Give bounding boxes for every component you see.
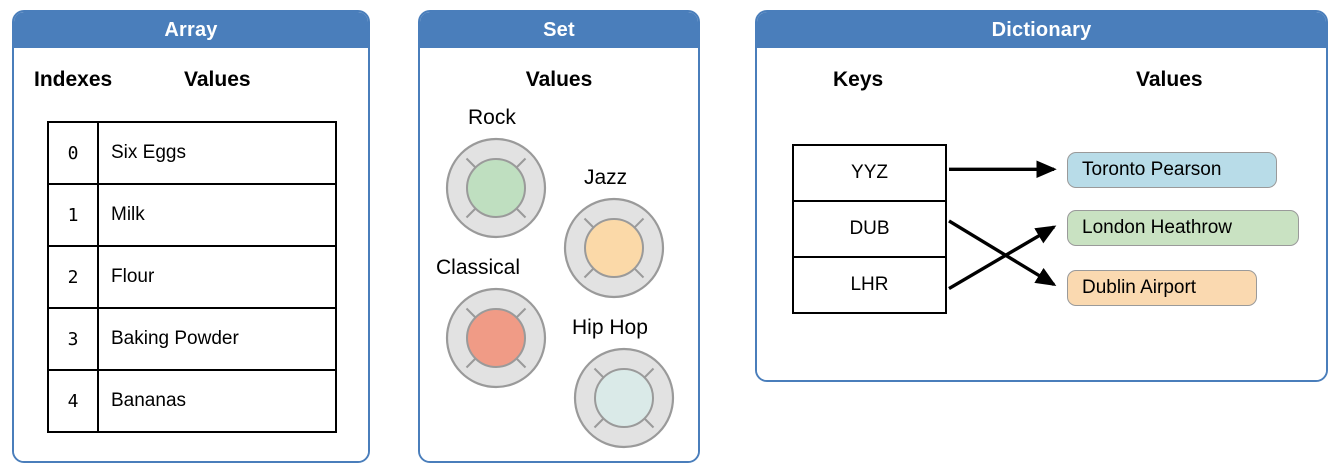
dictionary-values-caption: Values [1136,68,1203,91]
table-row: 0 Six Eggs [47,121,337,185]
set-values-caption: Values [525,68,593,91]
dictionary-panel: Dictionary Keys Values YYZ DUB LHR Toron… [755,10,1328,382]
array-value-cell: Six Eggs [97,121,337,185]
arrow-dub-to-dublin [948,219,1057,287]
set-item-label: Hip Hop [572,316,648,339]
table-row: YYZ [792,144,947,202]
table-row: LHR [792,256,947,314]
table-row: 2 Flour [47,245,337,309]
dictionary-value-pill-dublin: Dublin Airport [1067,270,1257,306]
set-item-label: Rock [468,106,516,129]
table-row: 1 Milk [47,183,337,247]
set-item-label: Jazz [584,166,628,189]
array-index-cell: 2 [47,245,99,309]
set-panel-title: Set [420,12,698,48]
array-table: 0 Six Eggs 1 Milk 2 Flour 3 Baking Powde… [47,121,337,433]
record-icon-center [584,218,644,278]
dictionary-panel-body: Keys Values YYZ DUB LHR Toronto Pearson … [757,48,1326,380]
array-value-cell: Flour [97,245,337,309]
dictionary-key-cell: YYZ [792,144,947,202]
array-panel-title: Array [14,12,368,48]
record-icon [563,197,665,299]
table-row: DUB [792,200,947,258]
arrow-lhr-to-heathrow [948,225,1057,291]
dictionary-value-pill-heathrow: London Heathrow [1067,210,1299,246]
record-icon-center [466,308,526,368]
array-value-cell: Milk [97,183,337,247]
dictionary-keys-box: YYZ DUB LHR [792,144,947,314]
array-value-cell: Baking Powder [97,307,337,371]
set-panel: Set Values Rock Jazz [418,10,700,463]
table-row: 3 Baking Powder [47,307,337,371]
array-value-cell: Bananas [97,369,337,433]
record-icon-center [594,368,654,428]
dictionary-key-cell: LHR [792,256,947,314]
dictionary-keys-caption: Keys [833,68,884,91]
array-index-cell: 1 [47,183,99,247]
set-panel-body: Values Rock Jazz [420,48,698,461]
dictionary-key-cell: DUB [792,200,947,258]
table-row: 4 Bananas [47,369,337,433]
array-panel: Array Indexes Values 0 Six Eggs 1 Milk 2… [12,10,370,463]
array-values-caption: Values [184,68,251,91]
array-index-cell: 4 [47,369,99,433]
set-item-label: Classical [436,256,521,279]
array-panel-body: Indexes Values 0 Six Eggs 1 Milk 2 Flour… [14,48,368,461]
array-indexes-caption: Indexes [34,68,113,91]
record-icon [573,347,675,449]
record-icon-center [466,158,526,218]
record-icon [445,137,547,239]
record-icon [445,287,547,389]
array-index-cell: 3 [47,307,99,371]
dictionary-value-pill-toronto: Toronto Pearson [1067,152,1277,188]
array-index-cell: 0 [47,121,99,185]
dictionary-panel-title: Dictionary [757,12,1326,48]
